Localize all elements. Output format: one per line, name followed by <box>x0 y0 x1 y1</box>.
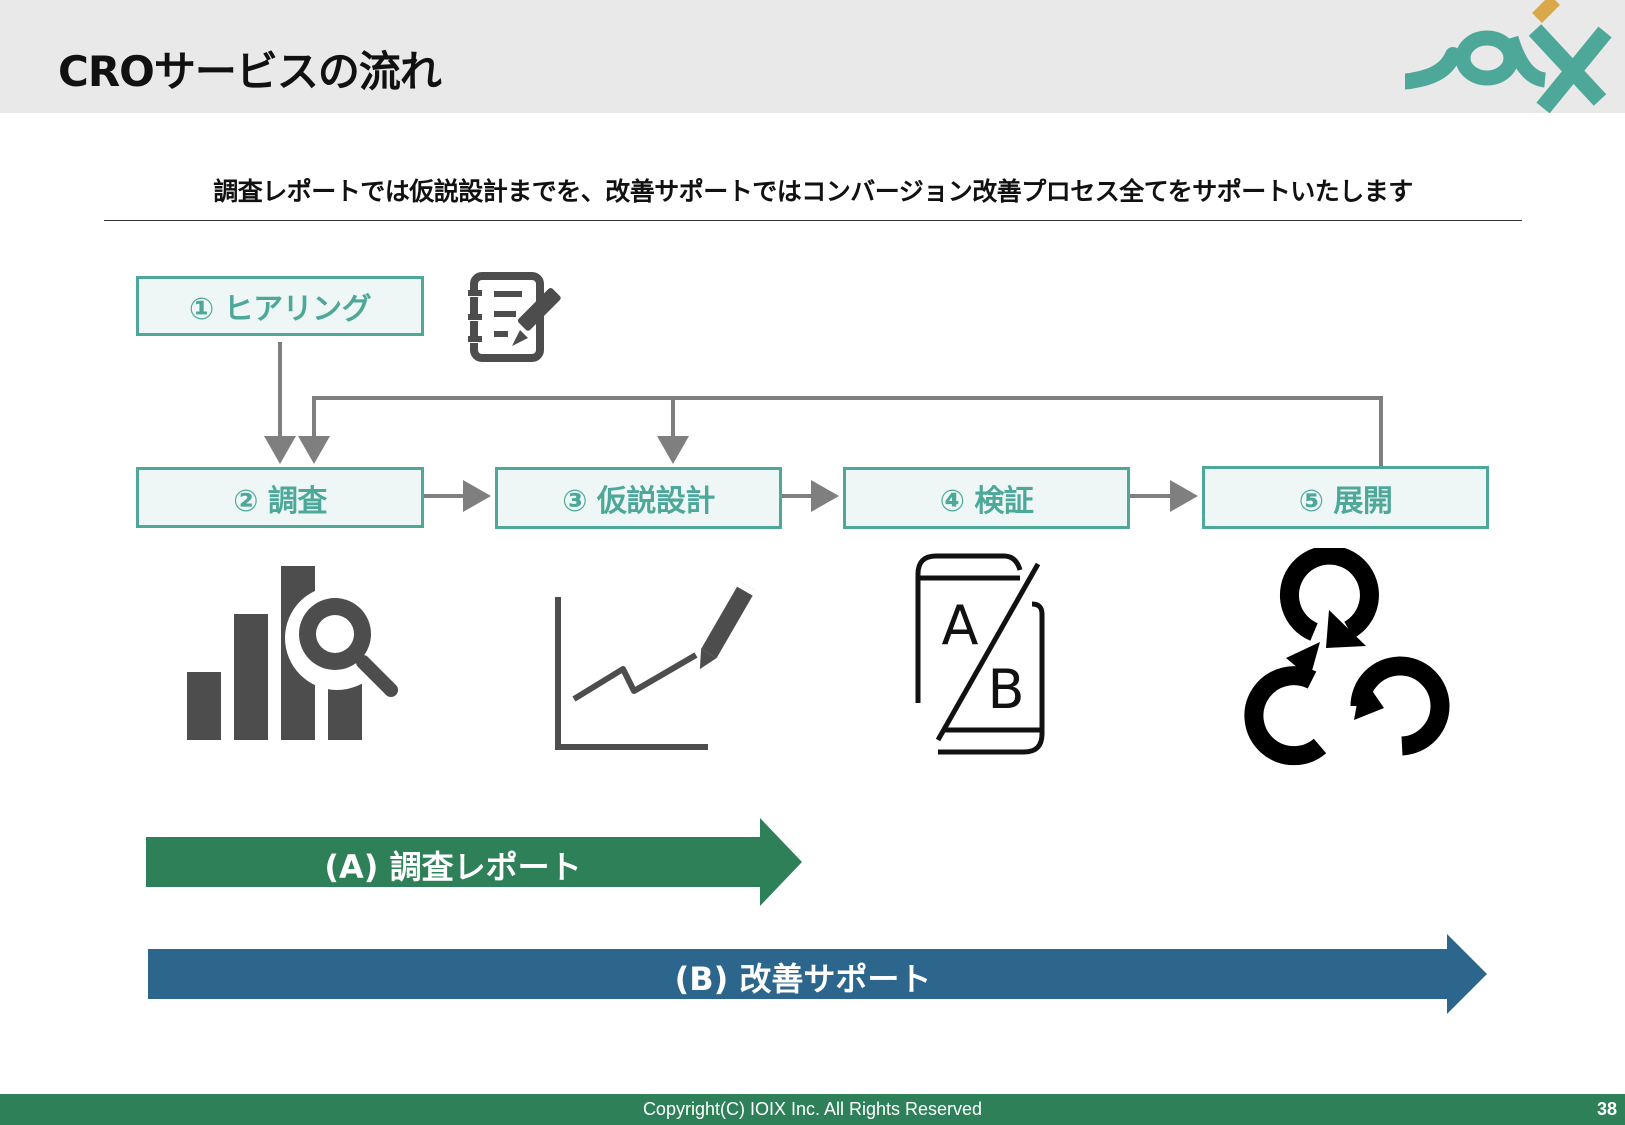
page-number: 38 <box>1596 1099 1617 1119</box>
subtitle: 調査レポートでは仮説設計までを、改善サポートではコンバージョン改善プロセス全てを… <box>213 177 1413 206</box>
research-chart-icon <box>187 566 398 740</box>
copyright-text: Copyright(C) IOIX Inc. All Rights Reserv… <box>642 1099 983 1119</box>
notepad-edit-icon <box>468 272 561 362</box>
step-rollout: ⑤ 展開 <box>1202 466 1489 529</box>
step-label: ④ 検証 <box>939 484 1034 519</box>
step-label: ① ヒアリング <box>188 292 372 327</box>
step-research: ② 調査 <box>136 467 424 528</box>
page-title: CROサービスの流れ <box>58 47 442 96</box>
band-a-label: (A) 調査レポート <box>324 848 582 886</box>
footer-bar: Copyright(C) IOIX Inc. All Rights Reserv… <box>0 1094 1625 1125</box>
band-b-label: (B) 改善サポート <box>674 960 932 998</box>
step-label: ⑤ 展開 <box>1298 483 1393 519</box>
header-bar: CROサービスの流れ <box>0 0 1625 113</box>
rollout-cycle-icon <box>1244 548 1450 766</box>
band-a-arrow <box>146 818 802 906</box>
hypothesis-graph-icon <box>555 580 758 750</box>
divider <box>104 220 1522 221</box>
feedback-loop-arrow <box>298 396 1383 466</box>
step-verification: ④ 検証 <box>843 467 1130 529</box>
step-label: ② 調査 <box>233 483 327 519</box>
band-b-arrow <box>148 934 1487 1014</box>
step-label: ③ 仮説設計 <box>562 484 715 519</box>
ab-test-icon: A B <box>915 553 1045 755</box>
ab-letter-a: A <box>942 594 979 657</box>
ab-letter-b: B <box>987 658 1024 721</box>
step-hearing: ① ヒアリング <box>136 276 424 336</box>
ioix-logo <box>1405 0 1612 113</box>
step-hypothesis: ③ 仮説設計 <box>495 467 782 529</box>
